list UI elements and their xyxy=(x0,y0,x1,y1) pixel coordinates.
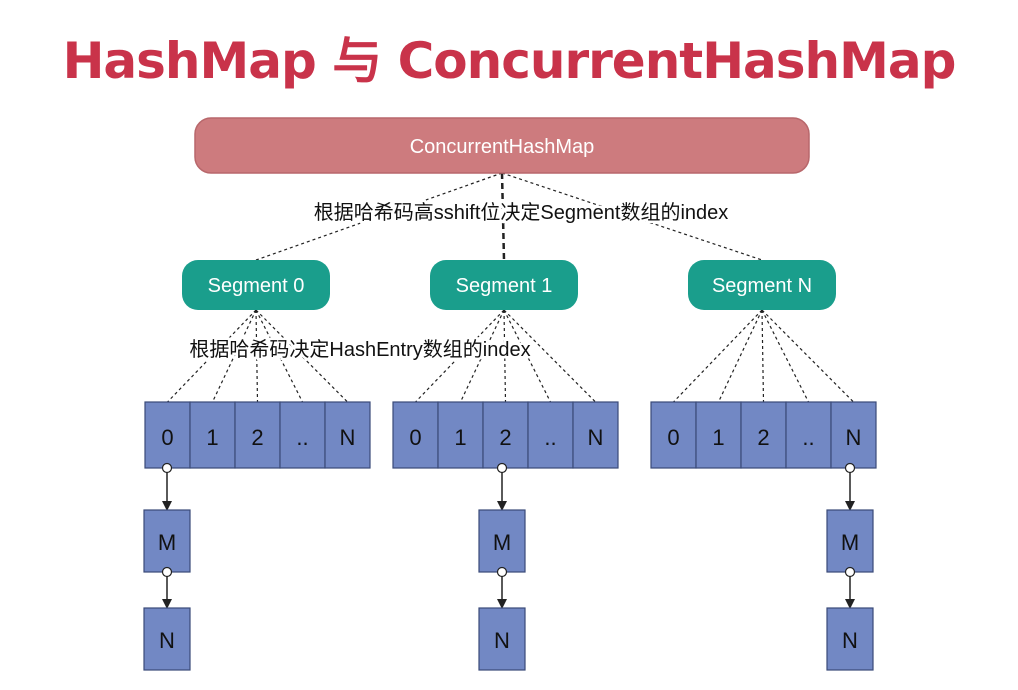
chain-node xyxy=(143,509,191,573)
hash-entry-cell xyxy=(650,401,697,469)
root-label: ConcurrentHashMap xyxy=(410,136,595,158)
chain-node-label: M xyxy=(841,530,859,555)
root-box xyxy=(194,117,810,174)
chain-node xyxy=(143,607,191,671)
pointer-dot xyxy=(161,566,173,578)
chain-node xyxy=(826,509,874,573)
segment-to-cell-link xyxy=(761,309,765,403)
hash-entry-cell-label: 1 xyxy=(206,425,218,450)
hash-entry-cell-label: .. xyxy=(296,425,308,450)
hash-entry-cell-label: 2 xyxy=(499,425,511,450)
segment-to-cell-link xyxy=(211,309,257,403)
hash-entry-cell-label: .. xyxy=(802,425,814,450)
segment-1: Segment 1 0 1 2.. N M N xyxy=(392,260,619,671)
chain-node-label: N xyxy=(494,628,510,653)
root-to-segment-link xyxy=(255,172,503,261)
pointer-dot xyxy=(496,462,508,474)
hash-entry-cell-label: 0 xyxy=(667,425,679,450)
hash-entry-cell-label: 2 xyxy=(251,425,263,450)
root-node: ConcurrentHashMap xyxy=(194,117,810,174)
segment-to-cell-link xyxy=(503,309,552,403)
hash-entry-cell-label: 0 xyxy=(409,425,421,450)
root-to-segment-link xyxy=(500,172,506,261)
segment-node xyxy=(182,260,330,310)
hash-entry-cell xyxy=(785,401,832,469)
segment-to-cell-link xyxy=(761,309,810,403)
page-title: HashMap 与 ConcurrentHashMap xyxy=(63,32,956,90)
segment-to-cell-link xyxy=(255,309,304,403)
pointer-dot xyxy=(161,462,173,474)
hash-entry-cell-label: N xyxy=(340,425,356,450)
hash-entry-cell xyxy=(572,401,619,469)
annotation-hashentry-index: 根据哈希码决定HashEntry数组的index xyxy=(189,338,530,361)
pointer-dot xyxy=(844,566,856,578)
hash-entry-cell xyxy=(695,401,742,469)
hash-entry-cell xyxy=(740,401,787,469)
segment-label: Segment 0 xyxy=(208,275,305,297)
hash-entry-cell-label: 2 xyxy=(757,425,769,450)
hash-entry-cell xyxy=(830,401,877,469)
segment-label: Segment 1 xyxy=(456,275,553,297)
pointer-dot xyxy=(496,566,508,578)
annotation-segment-index: 根据哈希码高sshift位决定Segment数组的index xyxy=(314,201,729,224)
hash-entry-cell xyxy=(189,401,236,469)
hash-entry-cell-label: 1 xyxy=(454,425,466,450)
chain-node xyxy=(478,607,526,671)
hash-entry-cell-label: .. xyxy=(544,425,556,450)
hash-entry-cell xyxy=(527,401,574,469)
hash-entry-cell-label: 1 xyxy=(712,425,724,450)
segment-2: Segment N 0 1 2.. N M N xyxy=(650,260,877,671)
segment-to-cell-link xyxy=(503,309,596,403)
chain-node-label: N xyxy=(159,628,175,653)
hash-entry-cell xyxy=(324,401,371,469)
segment-to-cell-link xyxy=(255,309,348,403)
pointer-dot xyxy=(844,462,856,474)
segment-node xyxy=(430,260,578,310)
chain-node xyxy=(826,607,874,671)
root-to-segment-link xyxy=(501,172,763,261)
hash-entry-cell xyxy=(437,401,484,469)
dashed-links xyxy=(255,172,763,261)
hash-entry-cell-label: N xyxy=(588,425,604,450)
segment-to-cell-link xyxy=(459,309,505,403)
chain-node-label: N xyxy=(842,628,858,653)
hash-entry-cell xyxy=(144,401,191,469)
chain-node-label: M xyxy=(493,530,511,555)
segment-to-cell-link xyxy=(673,309,763,403)
segment-to-cell-link xyxy=(717,309,763,403)
segment-to-cell-link xyxy=(761,309,854,403)
chain-node-label: M xyxy=(158,530,176,555)
hash-entry-cell-label: 0 xyxy=(161,425,173,450)
segment-label: Segment N xyxy=(712,275,812,297)
segment-0: Segment 0 0 1 2.. N M N xyxy=(143,260,371,671)
segment-node xyxy=(688,260,836,310)
hash-entry-cell-label: N xyxy=(846,425,862,450)
